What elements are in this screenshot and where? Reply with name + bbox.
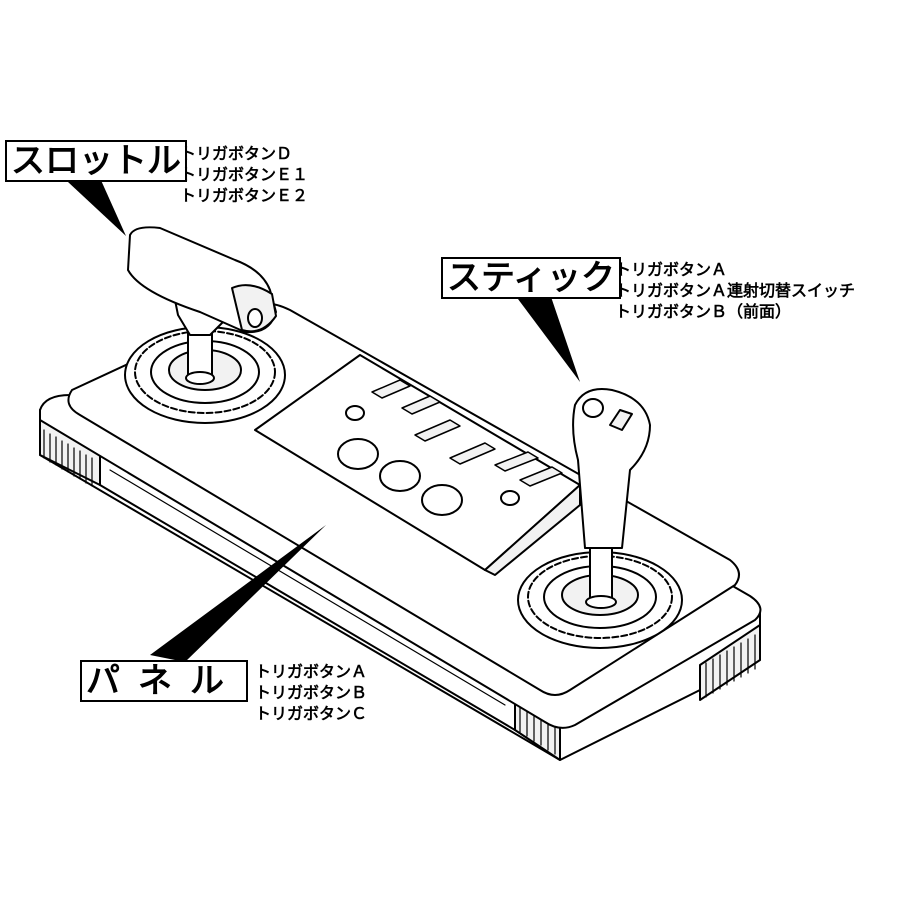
throttle-pointer bbox=[68, 178, 126, 236]
panel-round-buttons bbox=[337, 405, 520, 516]
left-foot-ridges bbox=[43, 429, 93, 487]
throttle-title: スロットル bbox=[5, 140, 187, 182]
stick-item: トリガボタンＢ（前面） bbox=[615, 302, 792, 321]
panel-item-list: トリガボタンＡ トリガボタンＢ トリガボタンＣ bbox=[255, 661, 367, 724]
stick-item-list: トリガボタンＡ トリガボタンＡ連射切替スイッチ トリガボタンＢ（前面） bbox=[615, 259, 855, 322]
throttle-item: トリガボタンＥ１ bbox=[180, 165, 309, 184]
stick-title: スティック bbox=[441, 257, 621, 299]
stick-item: トリガボタンＡ連射切替スイッチ bbox=[615, 281, 856, 300]
right-foot-ridges bbox=[705, 634, 756, 698]
panel-item: トリガボタンＢ bbox=[255, 683, 368, 702]
panel-item: トリガボタンＣ bbox=[255, 704, 368, 723]
stick-item: トリガボタンＡ bbox=[615, 260, 728, 279]
stick-pointer bbox=[515, 288, 580, 382]
center-panel bbox=[254, 354, 581, 576]
throttle-item: トリガボタンＥ２ bbox=[180, 186, 309, 205]
panel-item: トリガボタンＡ bbox=[255, 662, 368, 681]
panel-switch-slots bbox=[371, 379, 563, 487]
throttle-item-list: トリガボタンＤ トリガボタンＥ１ トリガボタンＥ２ bbox=[180, 143, 308, 206]
throttle-item: トリガボタンＤ bbox=[180, 144, 293, 163]
panel-pointer bbox=[150, 525, 326, 662]
panel-title: パネル bbox=[80, 660, 248, 702]
throttle-lever bbox=[127, 226, 277, 385]
flight-stick bbox=[572, 388, 651, 609]
callout-pointers bbox=[68, 178, 580, 662]
